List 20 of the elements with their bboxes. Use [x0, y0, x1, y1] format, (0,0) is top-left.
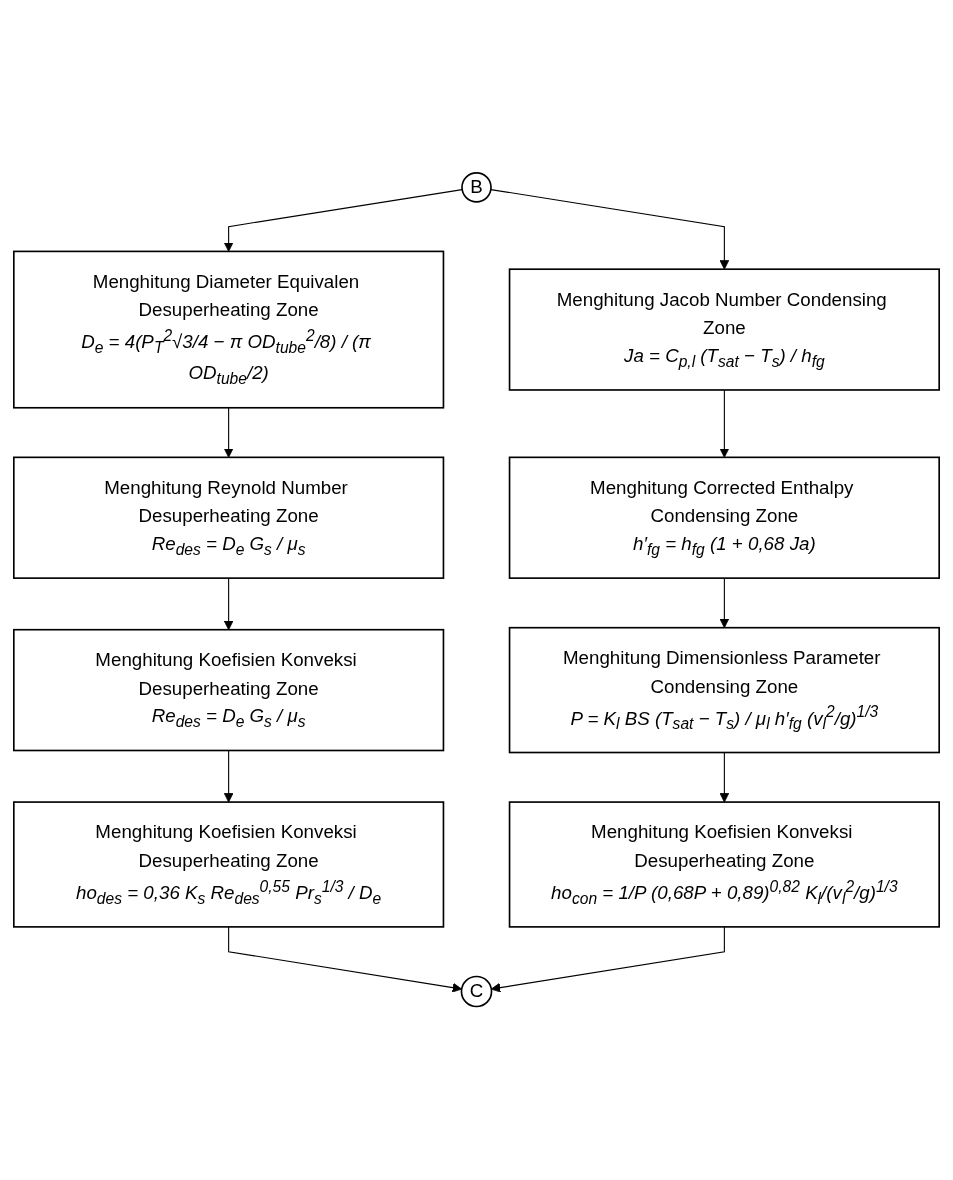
arrow — [228, 926, 463, 993]
arrow — [719, 752, 730, 803]
arrow — [223, 189, 463, 253]
node-box: Menghitung Dimensionless Parameter Condensing Zone P = K$_{l}$ BS (T$_{sat}$ − T$_{s}$) / μ$_{l}$ h′$_{fg}$ (v$_{l}$$^{2}$/g)$^{1/3}$ — [508, 627, 940, 754]
node-box: Menghitung Koefisien Konveksi Desuperheating Zone Re$_{des}$ = D$_{e}$ G$_{s}$ / μ$_{s}$ — [13, 629, 445, 752]
node-circle: B — [461, 172, 492, 203]
node-box: Menghitung Corrected Enthalpy Condensing Zone h′$_{fg}$ = h$_{fg}$ (1 + 0,68 Ja) — [508, 456, 940, 580]
arrow — [223, 577, 234, 631]
arrow — [223, 750, 234, 803]
node-box: Menghitung Diameter Equivalen Desuperheating Zone D$_{e}$ = 4(P$_{T}$$^{2}$√3/4 − π OD$_{tube}$$^{2}$/8) / (π OD$_{tube}$/2) — [13, 250, 445, 409]
arrow — [490, 189, 730, 270]
node-box: Menghitung Koefisien Konveksi Desuperheating Zone ho$_{con}$ = 1/P (0,68P + 0,89)$^{0,82}$ K$_{l}$/(v$_{l}$$^{2}$/g)$^{1/3}$ — [508, 801, 940, 929]
arrow — [490, 926, 725, 993]
node-box: Menghitung Reynold Number Desuperheating Zone Re$_{des}$ = D$_{e}$ G$_{s}$ / μ$_{s}$ — [13, 456, 445, 580]
arrow — [223, 407, 234, 459]
arrow — [719, 577, 730, 629]
arrow — [719, 389, 730, 459]
node-circle: C — [460, 975, 493, 1008]
node-box: Menghitung Koefisien Konveksi Desuperheating Zone ho$_{des}$ = 0,36 K$_{s}$ Re$_{des}$$^{0,55}$ Pr$_{s}$$^{1/3}$ / D$_{e}$ — [13, 801, 445, 929]
node-box: Menghitung Jacob Number Condensing Zone Ja = C$_{p,l}$ (T$_{sat}$ − T$_{s}$) / h$_{fg}$ — [508, 268, 940, 392]
